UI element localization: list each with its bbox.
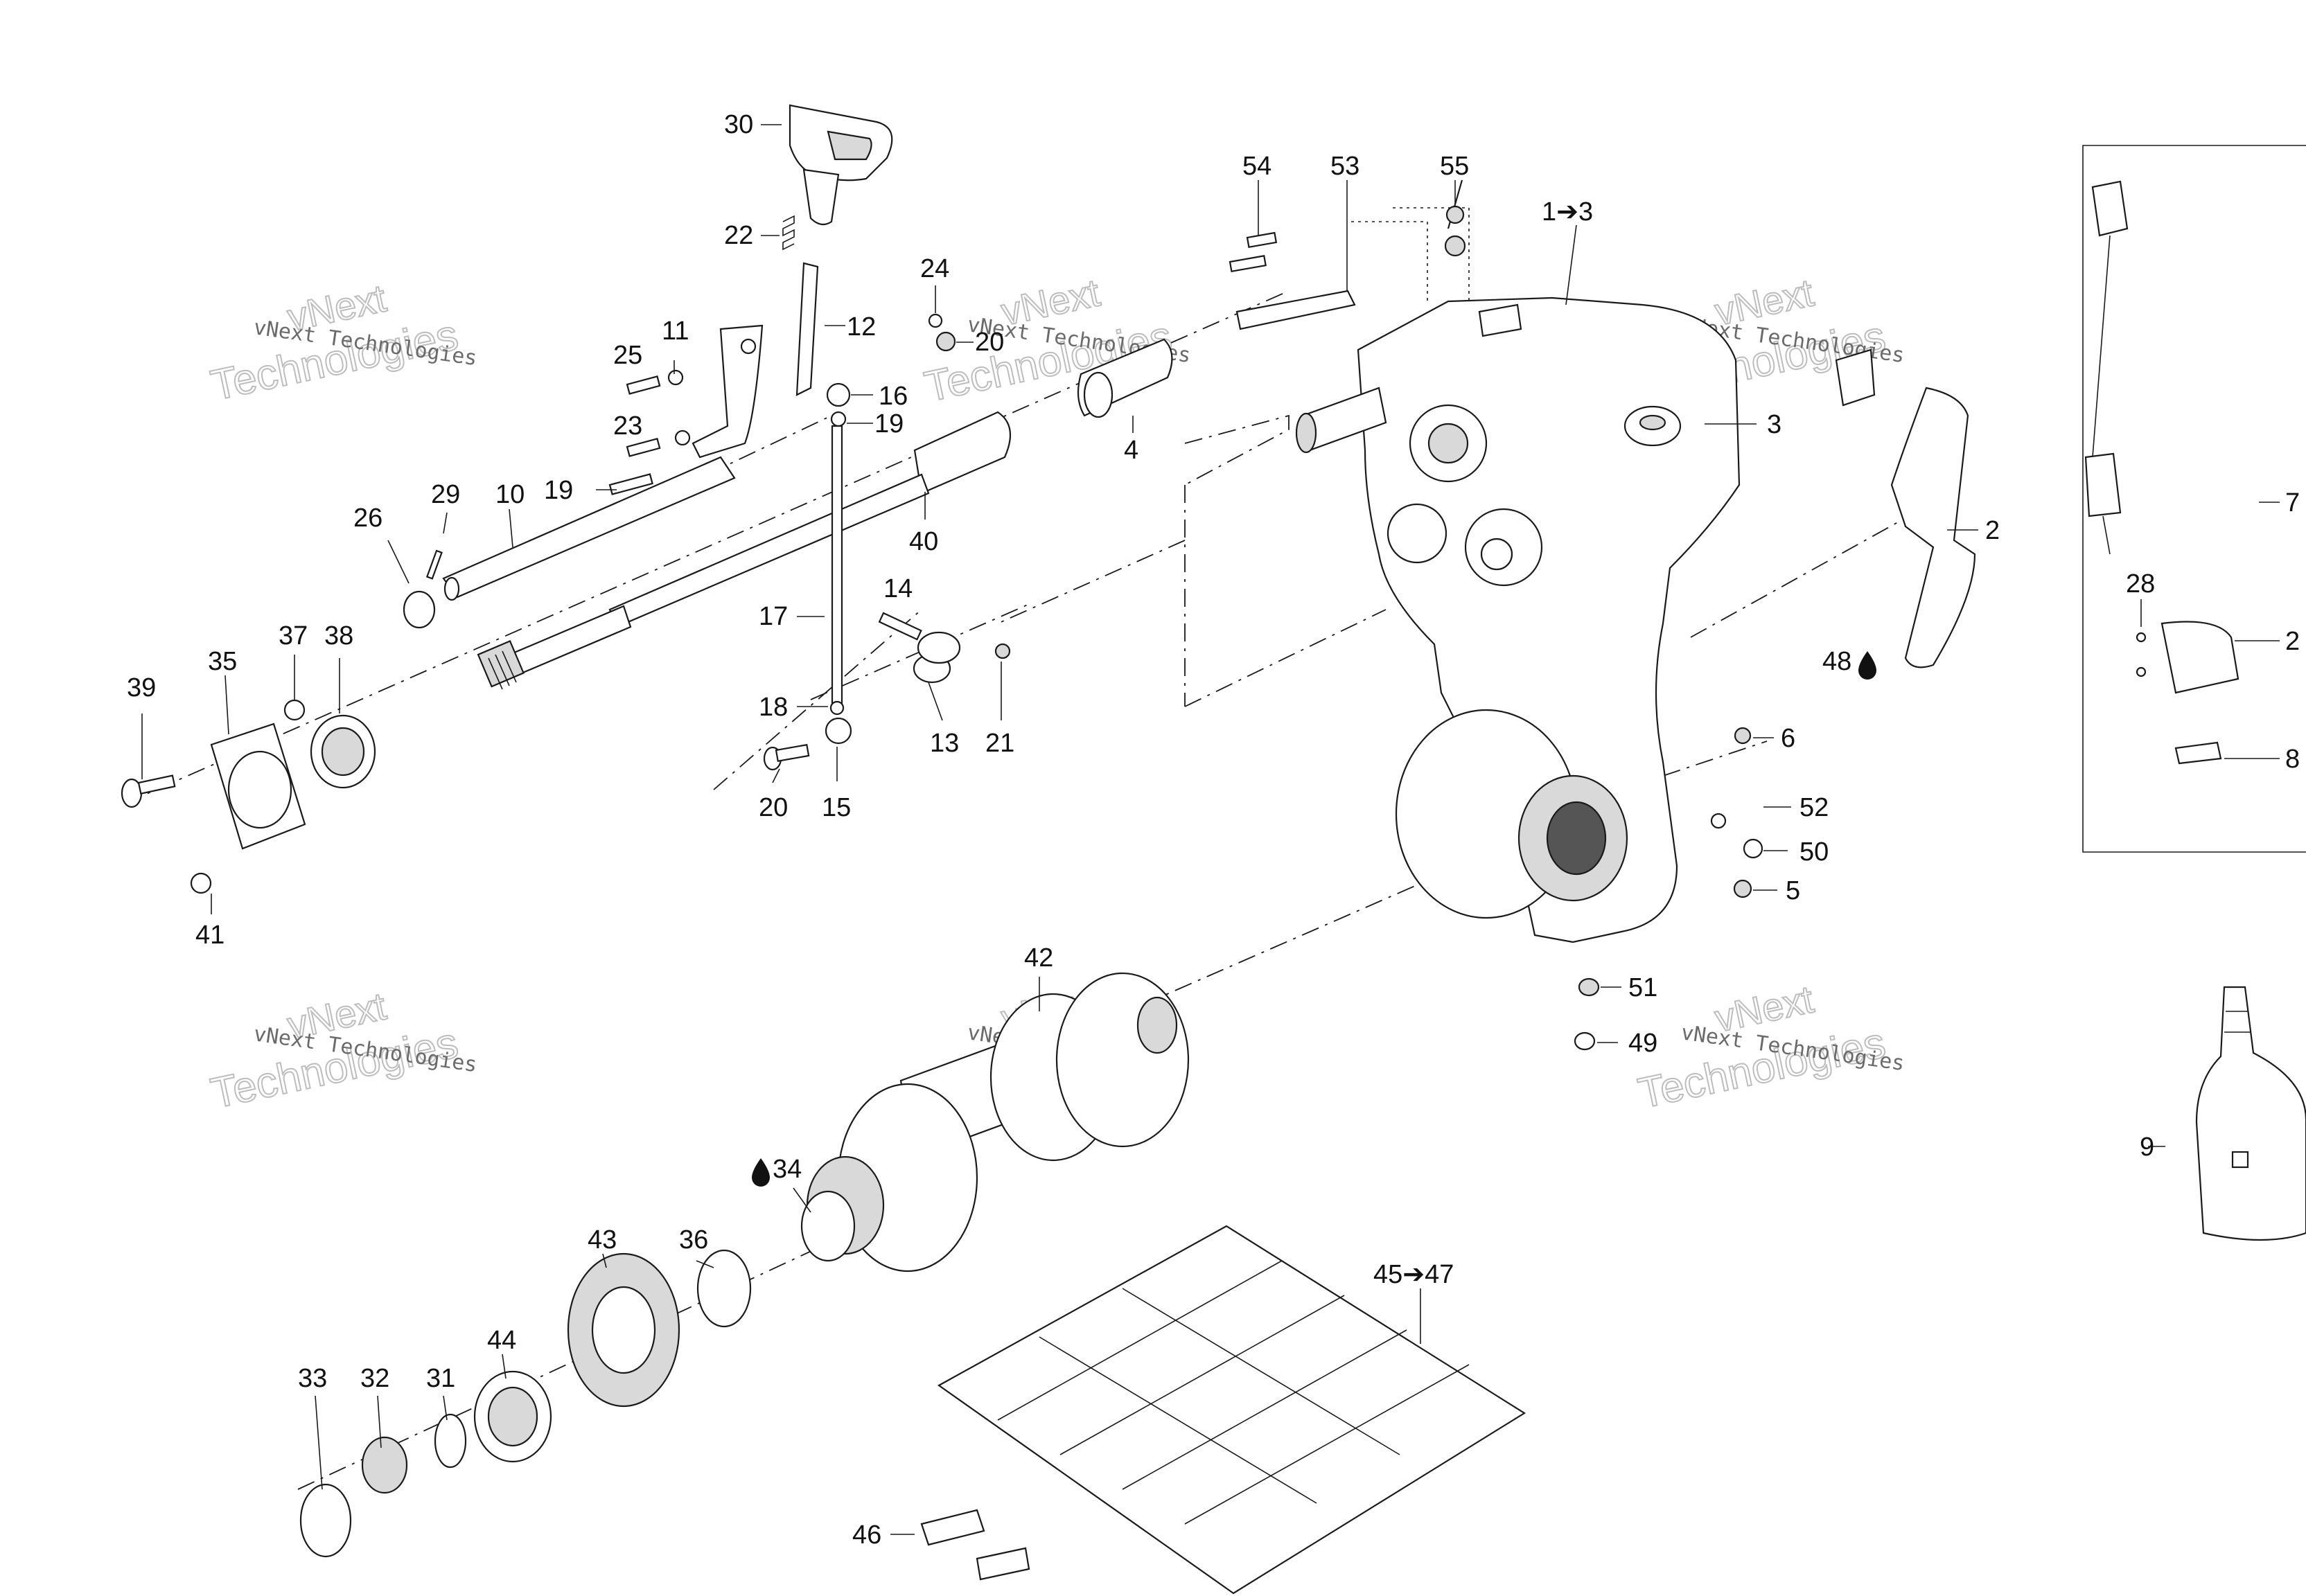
rod-17 <box>825 382 852 745</box>
callout-20b: 20 <box>759 793 788 822</box>
callout-45-to-47: 45➔47 <box>1373 1260 1454 1289</box>
callout-27: 2 <box>2285 627 2300 656</box>
callout-37: 37 <box>279 621 308 650</box>
bushing-26-29 <box>403 549 443 629</box>
callout-50: 50 <box>1799 837 1829 867</box>
track-section-45-47 <box>937 1225 1526 1595</box>
watermark-bottom-right: Technologies vNext vNext Technologies <box>1634 976 1906 1118</box>
pin-14 <box>878 612 922 641</box>
callout-9: 9 <box>2140 1133 2154 1162</box>
rings-36-43-44-31-32-33 <box>299 1249 752 1558</box>
callout-16: 16 <box>879 382 908 411</box>
callout-20a: 20 <box>975 328 1004 357</box>
callout-30: 30 <box>724 110 753 139</box>
shift-lever-12 <box>692 262 819 459</box>
bearing-flange-35-38 <box>210 699 376 850</box>
callout-42: 42 <box>1024 943 1053 973</box>
callout-8: 8 <box>2285 745 2300 774</box>
callout-25: 25 <box>613 341 642 370</box>
callout-11: 11 <box>662 317 689 346</box>
clip-46 <box>920 1509 1030 1581</box>
watermark-top-left: Technologies vNext vNext Technologies <box>206 275 479 410</box>
fasteners-25-23-11 <box>608 369 691 495</box>
callout-29: 29 <box>431 480 460 509</box>
callout-24: 24 <box>920 254 949 283</box>
callout-49: 49 <box>1628 1029 1657 1058</box>
watermark-top-middle: Technologies vNext vNext Technologies <box>920 269 1192 411</box>
callout-28: 28 <box>2126 569 2155 598</box>
callout-23: 23 <box>613 411 642 441</box>
callout-18: 18 <box>759 693 788 722</box>
output-shaft <box>477 605 632 690</box>
spring-22 <box>782 215 795 251</box>
gearbox-case <box>1295 179 1741 943</box>
callout-54: 54 <box>1242 152 1271 181</box>
callout-labels: 30 22 12 24 20 11 25 16 23 19 19 4 29 10… <box>127 110 2300 1550</box>
callout-32: 32 <box>360 1364 389 1393</box>
callout-14: 14 <box>883 574 913 603</box>
callout-34: 34 <box>773 1155 802 1184</box>
oil-bottle-9 <box>2195 986 2306 1241</box>
callout-43: 43 <box>588 1225 617 1254</box>
callout-46: 46 <box>852 1520 881 1550</box>
callout-33: 33 <box>298 1364 327 1393</box>
callout-55: 55 <box>1440 152 1469 181</box>
callout-17: 17 <box>759 602 788 631</box>
callout-52: 52 <box>1799 793 1829 822</box>
callout-31: 31 <box>426 1364 455 1393</box>
oil-drop-icon <box>752 1158 770 1187</box>
shift-knob-30 <box>789 104 893 226</box>
callout-15: 15 <box>822 793 851 822</box>
callout-5: 5 <box>1786 876 1800 905</box>
callout-22: 22 <box>724 221 753 250</box>
fasteners-right-side <box>1574 727 1763 1051</box>
oil-drop-icon <box>1858 651 1876 680</box>
callout-19b: 19 <box>544 476 573 505</box>
callout-51: 51 <box>1628 973 1657 1002</box>
bracket-53-54 <box>1229 231 1356 330</box>
callout-2: 2 <box>1985 516 2000 545</box>
callout-38: 38 <box>324 621 353 650</box>
bolt-39-41 <box>121 774 212 894</box>
cover-2 <box>1835 348 1976 668</box>
callout-48: 48 <box>1822 647 1851 676</box>
collar-13 <box>913 631 961 684</box>
sensor-panel <box>2082 145 2306 853</box>
callout-21: 21 <box>985 729 1014 758</box>
callout-13: 13 <box>930 729 959 758</box>
shift-shaft-10 <box>442 456 736 601</box>
nut-21 <box>994 643 1011 659</box>
callout-19a: 19 <box>874 409 904 438</box>
callout-26: 26 <box>353 504 382 533</box>
bushing-24-20 <box>928 313 956 352</box>
callout-35: 35 <box>208 647 237 676</box>
callout-10: 10 <box>495 480 525 509</box>
nuts-55 <box>1444 205 1466 257</box>
callout-3: 3 <box>1767 410 1781 439</box>
tube-40 <box>608 411 1012 628</box>
callout-39: 39 <box>127 673 156 702</box>
callout-7: 7 <box>2285 488 2300 517</box>
bolt-20b <box>763 743 810 771</box>
callout-41: 41 <box>195 921 225 950</box>
callout-12: 12 <box>847 312 876 342</box>
callout-40: 40 <box>909 527 938 556</box>
callout-4: 4 <box>1124 436 1138 465</box>
sleeve-4 <box>1077 338 1173 418</box>
watermark-bottom-left: Technologies vNext vNext Technologies <box>206 983 479 1118</box>
callout-36: 36 <box>679 1225 708 1254</box>
callout-53: 53 <box>1330 152 1359 181</box>
callout-44: 44 <box>487 1326 516 1355</box>
callout-6: 6 <box>1781 724 1795 753</box>
callout-1-to-3: 1➔3 <box>1542 197 1593 227</box>
leader-lines <box>141 124 2280 1535</box>
drive-axle-42 <box>800 972 1190 1273</box>
